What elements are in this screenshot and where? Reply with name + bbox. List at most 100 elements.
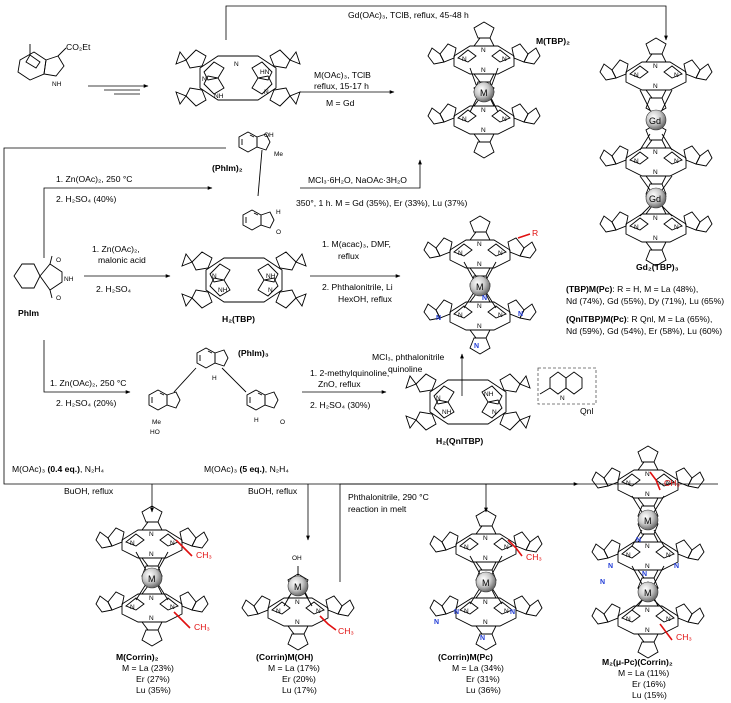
svg-text:OH: OH (264, 132, 274, 139)
svg-text:N: N (482, 295, 487, 302)
svg-text:N: N (212, 273, 217, 280)
h2qnltbp-structure: N NH NH N (405, 373, 531, 431)
h2tbp-label: H₂(TBP) (222, 314, 255, 324)
svg-text:N: N (264, 89, 269, 96)
svg-text:N: N (454, 609, 459, 616)
svg-text:N: N (600, 579, 605, 586)
svg-text:OH: OH (292, 555, 302, 562)
svg-text:Me: Me (152, 419, 161, 426)
corrin-moh-yield-la: M = La (17%) (268, 663, 320, 673)
quinoline-label: quinoline (388, 364, 423, 374)
svg-text:Me: Me (274, 151, 283, 158)
h2tbp-structure: N NH NH N (181, 251, 307, 309)
svg-text:M: M (294, 582, 302, 592)
m-tbp2-structure: M (427, 21, 541, 159)
corrin-b-reflux: BuOH, reflux (248, 486, 298, 496)
m2pc-yield-er: Er (16%) (632, 679, 666, 689)
gd2-tbp3-label: Gd₂(TBP)₃ (636, 262, 679, 272)
m-corrin2-structure: M CH₃ CH₃ (95, 505, 212, 647)
svg-text:M: M (644, 516, 652, 526)
m-corrin2-yield-lu: Lu (35%) (136, 685, 171, 695)
svg-text:N: N (268, 287, 273, 294)
nh-label: NH (52, 81, 62, 88)
acac-4: HexOH, reflux (338, 294, 393, 304)
tbp-mpc-yield-1: (TBP)M(Pc): R = H, M = La (48%), (566, 284, 698, 294)
r-group-label: R (532, 228, 538, 238)
zn-oac-250: 1. Zn(OAc)₂, 250 °C (56, 174, 133, 184)
m-corrin2-label: M(Corrin)₂ (116, 652, 159, 662)
svg-text:M: M (644, 588, 652, 598)
svg-text:Gd: Gd (649, 194, 661, 204)
svg-text:N: N (480, 635, 485, 642)
co2et-label: CO₂Et (66, 42, 91, 52)
arrow-to-gd2tbp3 (225, 5, 668, 41)
svg-text:O: O (276, 229, 281, 236)
m-oac-reflux: reflux, 15-17 h (314, 81, 369, 91)
svg-text:M: M (482, 578, 490, 588)
svg-text:N: N (234, 61, 239, 68)
svg-text:O: O (280, 419, 285, 426)
qnl-label: Qnl (580, 406, 593, 416)
arrow-mcl3-to-mtbp2 (300, 159, 422, 189)
h2so4-40: 2. H₂SO₄ (40%) (56, 194, 116, 204)
svg-text:N: N (436, 315, 441, 322)
phim3-structure: H Me HO H O (148, 347, 285, 436)
phim-structure: O NH O (13, 255, 74, 302)
arrow-to-phim2 (43, 186, 213, 258)
svg-text:Gd: Gd (649, 116, 661, 126)
svg-text:N: N (560, 395, 565, 402)
tbp-mpc-structure: M R N N N N (423, 215, 538, 355)
m2-pc-corrin2-structure: M M CH₃ CH₃ N N N N N (591, 445, 705, 659)
svg-text:HO: HO (150, 429, 160, 436)
corrin-mpc-yield-lu: Lu (36%) (466, 685, 501, 695)
mcl3-naoac-condition: MCl₃·6H₂O, NaOAc·3H₂O (308, 175, 407, 185)
gd2-tbp3-structure: Gd Gd (599, 37, 713, 267)
malonic-3: 2. H₂SO₄ (96, 284, 132, 294)
corrin-moh-structure: M OH CH₃ (241, 555, 355, 651)
svg-text:N: N (434, 619, 439, 626)
m2pc-yield-la: M = La (11%) (618, 668, 669, 678)
corrin-moh-label: (Corrin)M(OH) (256, 652, 313, 662)
zno-reflux: ZnO, reflux (318, 379, 361, 389)
phim2-structure: OH Me H O (238, 131, 283, 236)
h2so4-20: 2. H₂SO₄ (20%) (56, 398, 116, 408)
corrin-mpc-structure: M CH₃ N N N N (429, 509, 543, 651)
svg-text:N: N (608, 563, 613, 570)
svg-text:N: N (674, 563, 679, 570)
m-corrin2-yield-la: M = La (23%) (122, 663, 174, 673)
arrow-to-phim3 (43, 340, 131, 394)
svg-text:N: N (518, 311, 523, 318)
corrin-b-cond: M(OAc)₃ (5 eq.), N₂H₄ (204, 464, 289, 474)
corrin-mpc-label: (Corrin)M(Pc) (438, 652, 493, 662)
acac-1: 1. M(acac)₃, DMF, (322, 239, 391, 249)
svg-text:N: N (474, 343, 479, 350)
acac-3: 2. Phthalonitrile, Li (322, 282, 393, 292)
svg-text:NH: NH (218, 287, 228, 294)
gd-oac-condition: Gd(OAc)₃, TClB, reflux, 45-48 h (348, 10, 469, 20)
m-tbp2-label: M(TBP)₂ (536, 36, 570, 46)
corrin-mpc-yield-la: M = La (34%) (452, 663, 504, 673)
corrin-moh-yield-er: Er (20%) (282, 674, 316, 684)
pyrrole-ester-structure: NH CO₂Et (17, 42, 91, 88)
methylquinoline: 1. 2-methylquinoline, (310, 368, 389, 378)
h2qnltbp-label: H₂(QnlTBP) (436, 436, 483, 446)
m2-pc-corrin2-label: M₂(μ-Pc)(Corrin)₂ (602, 657, 673, 667)
h2so4-30: 2. H₂SO₄ (30%) (310, 400, 370, 410)
svg-text:N: N (510, 609, 515, 616)
svg-text:NH: NH (64, 276, 74, 283)
svg-text:H: H (254, 417, 259, 424)
qnl-mpc-yield-2: Nd (59%), Gd (54%), Er (58%), Lu (60%) (566, 326, 722, 336)
phim-label: PhIm (18, 308, 39, 318)
yield-350: 350°, 1 h. M = Gd (35%), Er (33%), Lu (3… (296, 198, 467, 208)
svg-text:M: M (480, 88, 488, 98)
svg-text:N: N (492, 409, 497, 416)
svg-text:CH₃: CH₃ (664, 478, 680, 488)
m-corrin2-yield-er: Er (27%) (136, 674, 170, 684)
svg-text:H: H (276, 209, 281, 216)
svg-text:CH₃: CH₃ (338, 626, 354, 636)
svg-text:N: N (436, 395, 441, 402)
corrin-mpc-yield-er: Er (31%) (466, 674, 500, 684)
svg-text:NH: NH (484, 391, 494, 398)
svg-text:HN: HN (260, 69, 270, 76)
